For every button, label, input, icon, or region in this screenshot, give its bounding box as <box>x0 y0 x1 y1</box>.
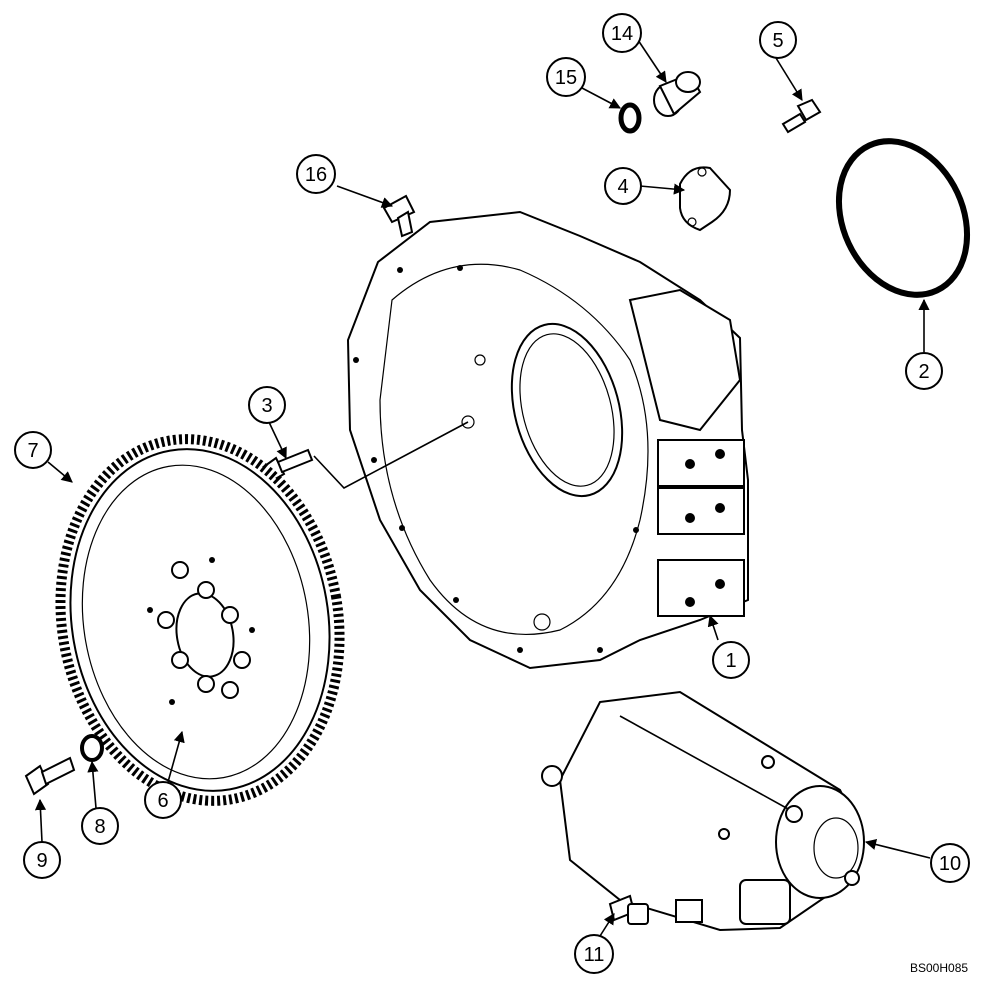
callout-7: 7 <box>14 431 52 469</box>
callout-16: 16 <box>296 154 336 194</box>
svg-text:3: 3 <box>261 395 272 417</box>
callout-5: 5 <box>759 21 797 59</box>
svg-text:7: 7 <box>27 440 38 462</box>
svg-text:14: 14 <box>611 23 633 45</box>
callout-4: 4 <box>604 167 642 205</box>
bolt-part-5 <box>781 98 822 134</box>
callout-6: 6 <box>144 781 182 819</box>
svg-text:15: 15 <box>555 67 577 89</box>
callout-3: 3 <box>248 386 286 424</box>
svg-text:1: 1 <box>725 650 736 672</box>
callout-9: 9 <box>23 841 61 879</box>
callout-1: 1 <box>712 641 750 679</box>
svg-text:8: 8 <box>94 816 105 838</box>
plug-part-14 <box>653 71 702 117</box>
reference-code: BS00H085 <box>910 961 968 975</box>
svg-text:11: 11 <box>584 944 605 966</box>
callout-15: 15 <box>546 57 586 97</box>
callout-2: 2 <box>905 352 943 390</box>
svg-text:10: 10 <box>939 853 961 875</box>
bolt-part-16 <box>382 194 416 238</box>
callout-14: 14 <box>602 13 642 53</box>
svg-text:9: 9 <box>36 850 47 872</box>
callout-8: 8 <box>81 807 119 845</box>
o-ring-part <box>835 138 971 298</box>
leader-lines <box>34 39 931 937</box>
flywheel-housing-part-1 <box>346 210 749 670</box>
svg-text:4: 4 <box>617 176 628 198</box>
callout-10: 10 <box>930 843 970 883</box>
svg-text:2: 2 <box>918 361 929 383</box>
svg-text:6: 6 <box>157 790 168 812</box>
washer-part-15 <box>618 102 642 134</box>
washer-part-8 <box>80 734 104 762</box>
svg-text:5: 5 <box>772 30 783 52</box>
svg-text:16: 16 <box>305 164 327 186</box>
callout-11: 11 <box>574 934 614 974</box>
cover-plate-part-4 <box>679 166 732 232</box>
starter-motor-part-10 <box>541 690 865 932</box>
flywheel-part-6 <box>55 434 345 806</box>
bolt-part-9 <box>24 756 76 796</box>
